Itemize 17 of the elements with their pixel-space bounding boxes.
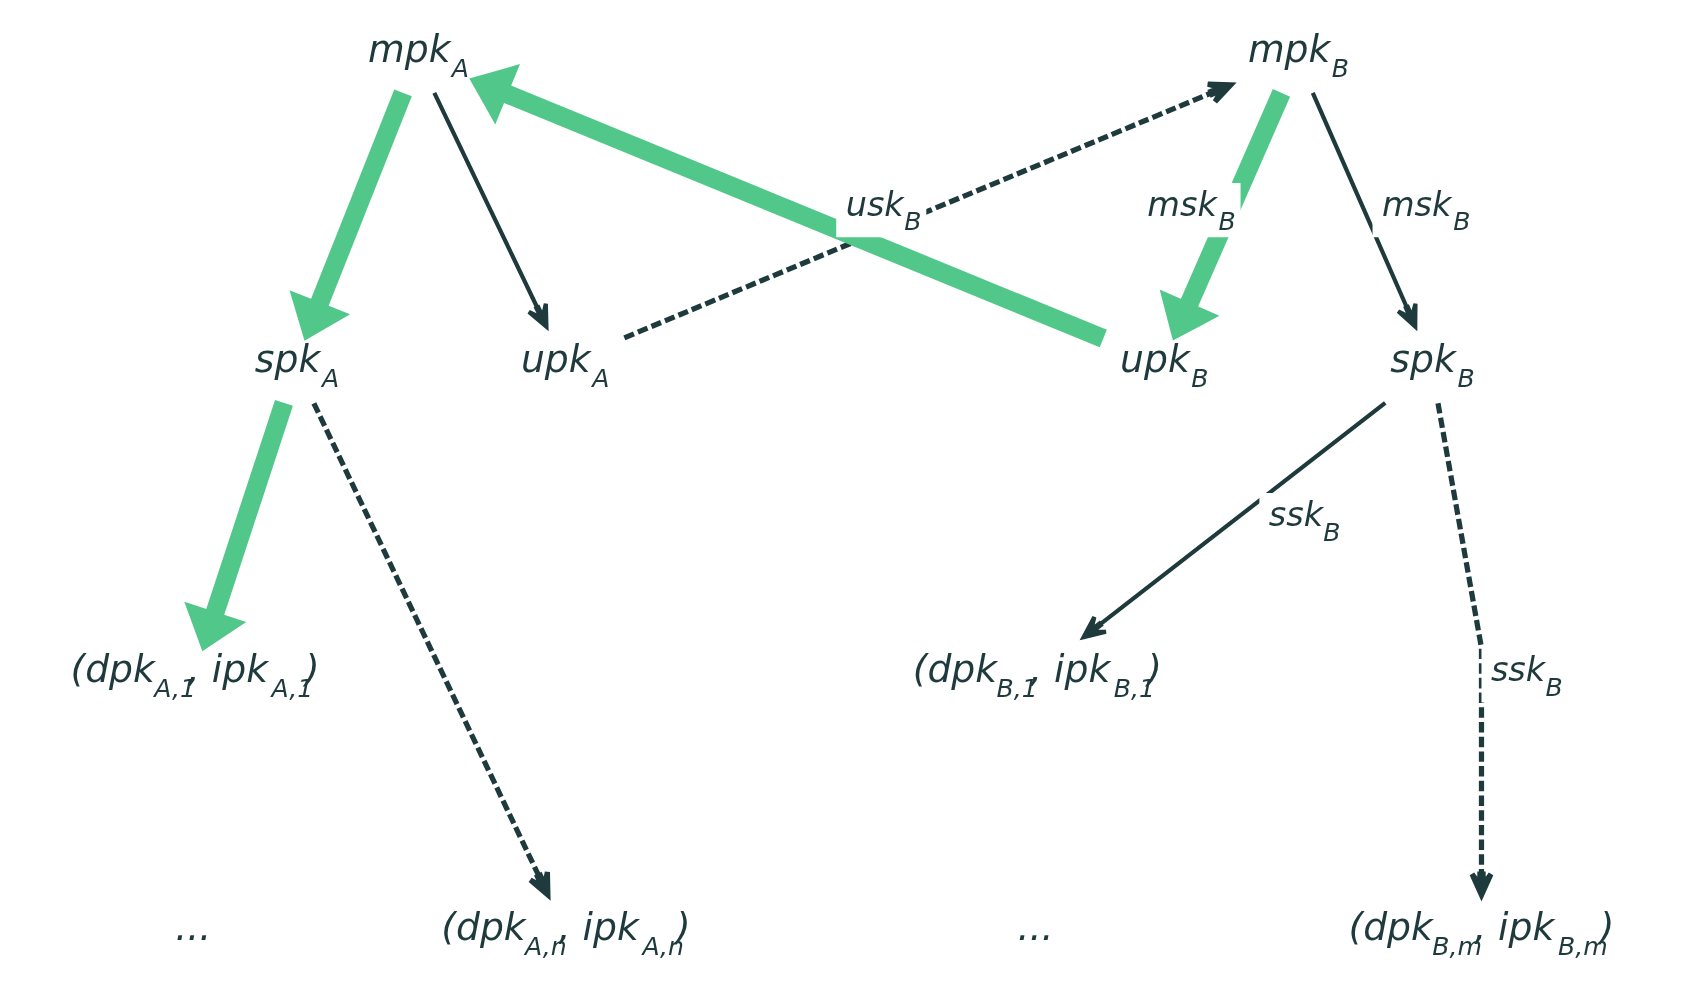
arrow — [183, 399, 293, 651]
node-text: mpk$_{A}$ — [367, 26, 469, 83]
arrow — [1310, 91, 1418, 329]
node-text: upk$_{A}$ — [520, 336, 609, 393]
arrow — [1081, 400, 1387, 639]
edge-label: msk$_{B}$ — [1381, 184, 1470, 236]
node-text: spk$_{B}$ — [1389, 336, 1475, 393]
edge-label: ssk$_{B}$ — [1490, 649, 1563, 702]
node-text: spk$_{A}$ — [254, 336, 339, 393]
node-text: ... — [1016, 904, 1053, 949]
node-text: mpk$_{B}$ — [1247, 26, 1349, 83]
node-text: upk$_{B}$ — [1119, 336, 1209, 393]
arrow — [289, 88, 412, 341]
arrow — [431, 91, 548, 329]
arrow — [310, 401, 550, 898]
edge-label: ssk$_{B}$ — [1268, 494, 1341, 547]
node-text: ... — [174, 904, 211, 949]
